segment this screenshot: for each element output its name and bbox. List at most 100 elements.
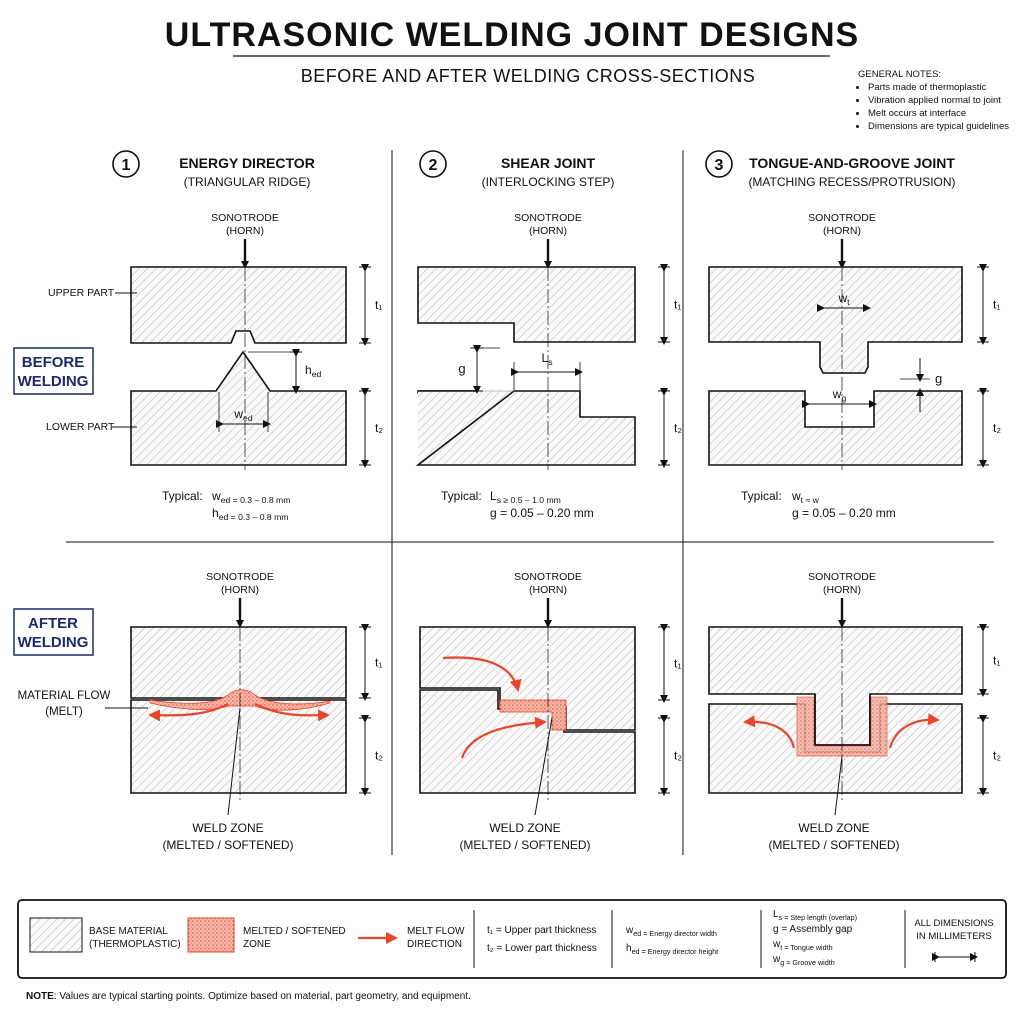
symbol-base: w: [625, 925, 634, 936]
general-notes-heading: GENERAL NOTES:: [858, 69, 942, 80]
panel-number: 1: [122, 157, 131, 174]
row-label-after-box: [13, 608, 94, 656]
dim-wed-label: wed: [233, 407, 252, 423]
row-label-before-box: [13, 347, 94, 395]
horn-label: (HORN): [221, 584, 259, 596]
symbol-base: L: [490, 489, 497, 503]
general-notes: GENERAL NOTES: Parts made of thermoplast…: [858, 68, 1009, 133]
melt-flow-arrow: [888, 713, 940, 749]
melt-flow-arrow: [743, 715, 796, 749]
legend-melt-label: MELTED / SOFTENED: [243, 926, 346, 937]
symbol-base: t₂: [375, 421, 383, 435]
horn-label: (HORN): [823, 584, 861, 596]
panel-title: TONGUE-AND-GROOVE JOINT: [749, 155, 955, 171]
weld-zone-label: WELD ZONE: [192, 821, 263, 835]
row-label-before-line2: WELDING: [18, 373, 89, 390]
panel-number: 2: [429, 157, 438, 174]
typical-label: Typical:: [741, 489, 782, 503]
dim-g-label: g: [935, 371, 942, 386]
symbol-base: L: [542, 351, 549, 365]
typical-label: Typical:: [441, 489, 482, 503]
panel-title: SHEAR JOINT: [501, 155, 596, 171]
symbol-base: g: [935, 371, 942, 386]
sonotrode-label: SONOTRODE: [206, 571, 274, 583]
symbol-base: t₁: [993, 298, 1000, 312]
footnote: NOTE: Values are typical starting points…: [26, 991, 471, 1002]
legend-base-label: BASE MATERIAL: [89, 926, 168, 937]
symbol-base: w: [832, 387, 842, 401]
sonotrode-label: SONOTRODE: [808, 571, 876, 583]
symbol-base: w: [772, 954, 781, 965]
legend-def: Ls = Step length (overlap): [773, 909, 857, 922]
material-flow-label: (MELT): [45, 706, 83, 718]
tongue-outline: [814, 694, 871, 746]
weld-zone-3: [796, 696, 888, 757]
sonotrode-label: SONOTRODE: [514, 212, 582, 224]
symbol-base: t₁: [375, 298, 382, 312]
general-note-item: Dimensions are typical guidelines: [868, 120, 1009, 133]
typical-spec: hed = 0.3 – 0.8 mm: [212, 506, 288, 522]
footnote-text: : Values are typical starting points. Op…: [53, 991, 471, 1002]
weld-zone-label: (MELTED / SOFTENED): [162, 838, 293, 852]
symbol-subscript: g: [841, 393, 846, 403]
symbol-base: g = Assembly gap: [773, 924, 853, 935]
upper-part-1: [130, 266, 347, 344]
legend-melt-label: ZONE: [243, 939, 271, 950]
dim-hed-label: hed: [305, 363, 321, 379]
symbol-base: w: [233, 407, 243, 421]
symbol-base: t₁: [674, 298, 681, 312]
symbol-subscript: ed = Energy director height: [632, 947, 719, 956]
typical-spec: wt ≈ w: [791, 489, 820, 505]
dim-t1-label: t₁: [375, 298, 382, 312]
panel-subtitle: (TRIANGULAR RIDGE): [184, 175, 311, 189]
legend-def: wg = Groove width: [772, 954, 835, 967]
dim-wg-label: wg: [832, 387, 847, 403]
panel-title: ENERGY DIRECTOR: [179, 155, 315, 171]
footnote-label: NOTE: [26, 991, 54, 1002]
legend-units-label: IN MILLIMETERS: [916, 931, 992, 942]
dim-t1-label: t₁: [674, 298, 681, 312]
dim-ls-label: Ls: [542, 351, 553, 367]
melt-flow-arrow: [148, 703, 229, 722]
symbol-subscript: ed = 0.3 – 0.8 mm: [221, 495, 291, 505]
weld-zone-label: WELD ZONE: [489, 821, 560, 835]
panel-subtitle: (MATCHING RECESS/PROTRUSION): [748, 175, 955, 189]
sonotrode-label: SONOTRODE: [514, 571, 582, 583]
legend-def: wed = Energy director width: [625, 925, 717, 938]
symbol-subscript: t ≈ w: [801, 495, 820, 505]
symbol-subscript: g = Groove width: [780, 958, 835, 967]
legend-def: t₁ = Upper part thickness: [487, 925, 596, 936]
dim-t1-label: t₁: [375, 656, 382, 670]
symbol-base: w: [772, 939, 781, 950]
legend-base-swatch: [29, 917, 83, 953]
leader-line: [227, 707, 241, 816]
general-note-item: Parts made of thermoplastic: [868, 81, 1009, 94]
dim-t2-label: t₂: [375, 749, 383, 763]
leader-line: [834, 755, 843, 816]
symbol-base: w: [837, 291, 847, 305]
dim-t2-label: t₂: [674, 421, 682, 435]
weld-zone-2: [499, 699, 567, 731]
melt-flow-arrow: [254, 703, 330, 722]
dim-t2-label: t₂: [674, 749, 682, 763]
lower-part-2: [418, 391, 635, 465]
typical-spec: g = 0.05 – 0.20 mm: [490, 506, 594, 520]
row-label-after-line2: WELDING: [18, 634, 89, 651]
symbol-base: g = 0.05 – 0.20 mm: [490, 506, 594, 520]
dim-wt-label: wt: [837, 291, 850, 307]
symbol-subscript: s = Step length (overlap): [779, 913, 858, 922]
weld-zone-label: WELD ZONE: [798, 821, 869, 835]
upper-part-label: UPPER PART: [48, 287, 115, 299]
horn-label: (HORN): [226, 225, 264, 237]
legend-def: wt = Tongue width: [772, 939, 833, 952]
legend-units-label: ALL DIMENSIONS: [914, 918, 993, 929]
symbol-base: h: [626, 943, 632, 954]
horn-label: (HORN): [529, 225, 567, 237]
symbol-subscript: t: [847, 297, 850, 307]
dim-t2-label: t₂: [993, 749, 1001, 763]
dim-t2-label: t₂: [375, 421, 383, 435]
typical-spec: wed = 0.3 – 0.8 mm: [211, 489, 290, 505]
legend-def: g = Assembly gap: [773, 924, 853, 935]
symbol-subscript: s ≥ 0.5 – 1.0 mm: [497, 495, 561, 505]
general-note-item: Vibration applied normal to joint: [868, 94, 1009, 107]
